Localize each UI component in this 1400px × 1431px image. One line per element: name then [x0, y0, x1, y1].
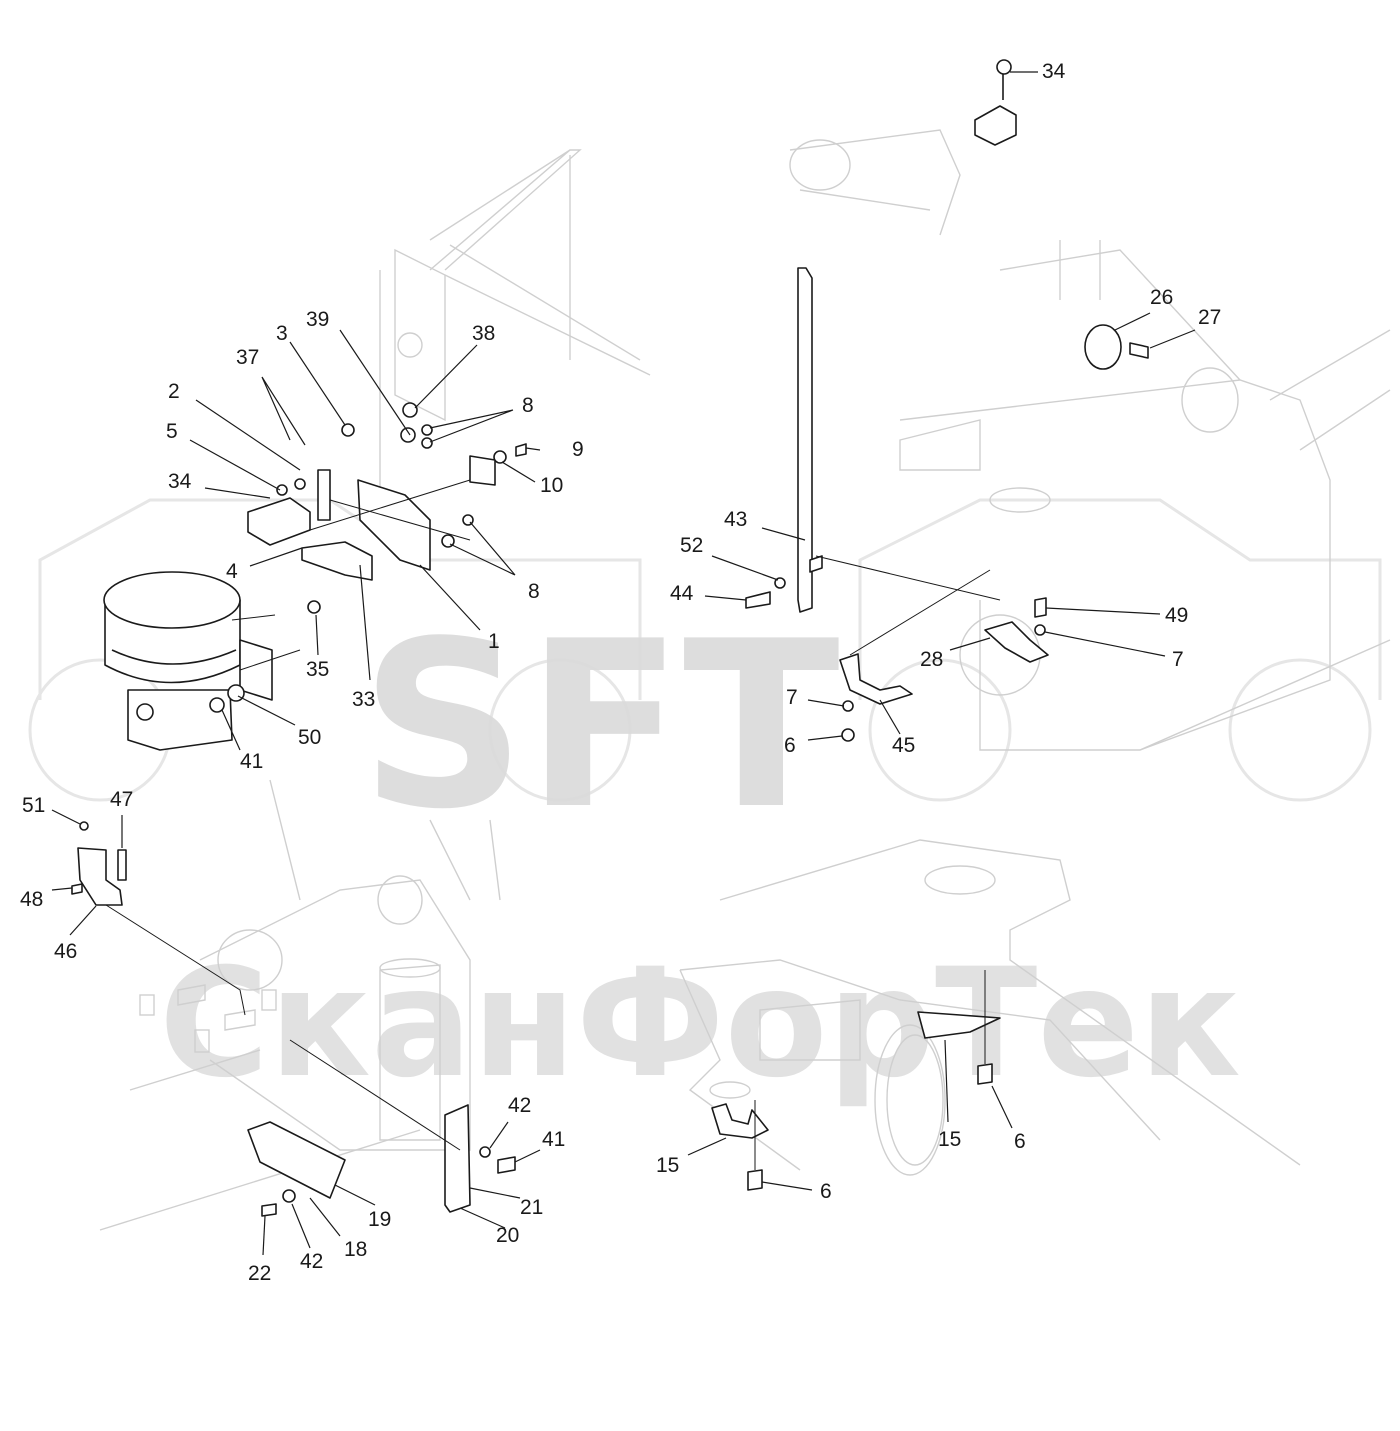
callout-44: 44: [670, 582, 694, 605]
clamp-icon: [839, 653, 913, 705]
bolt-icon: [1129, 342, 1149, 359]
callout-38: 38: [472, 322, 495, 345]
callout-41: 41: [240, 750, 263, 773]
callout-33: 33: [352, 688, 375, 711]
callout-34-tr: 34: [1042, 60, 1066, 83]
watermark-logo: SFT: [360, 593, 840, 860]
callout-5: 5: [166, 420, 178, 443]
callout-19: 19: [368, 1208, 391, 1231]
callout-50: 50: [298, 726, 321, 749]
leader-lines: [51, 71, 1196, 1256]
callout-9: 9: [572, 438, 584, 461]
callout-52: 52: [680, 534, 703, 557]
callout-34: 34: [168, 470, 192, 493]
callout-27: 27: [1198, 306, 1221, 329]
guard-icon: [711, 1103, 769, 1139]
shield-plate-icon: [444, 1104, 471, 1213]
plate-bracket-icon: [77, 847, 123, 906]
assembly-axis-lines: [105, 479, 1001, 1170]
callout-21: 21: [520, 1196, 543, 1219]
callout-3: 3: [276, 322, 288, 345]
callout-45: 45: [892, 734, 915, 757]
callout-42-upper: 42: [508, 1094, 531, 1117]
callout-48: 48: [20, 888, 43, 911]
callout-labels: 1 2 3 4 5 8 8 8 9 10 33 34 35 37 38 39 4…: [20, 60, 1221, 1285]
callout-49: 49: [1165, 604, 1188, 627]
callout-15-left: 15: [656, 1154, 679, 1177]
callout-35: 35: [306, 658, 329, 681]
callout-6-br-lower: 6: [820, 1180, 832, 1203]
watermark: SFT СканФорТек: [28, 498, 1382, 1111]
callout-1: 1: [488, 630, 500, 653]
callout-42-lower: 42: [300, 1250, 323, 1273]
mount-block-icon: [974, 59, 1017, 146]
machine-outline: [99, 129, 1391, 1231]
parts: [71, 59, 1149, 1217]
callout-15-right: 15: [938, 1128, 961, 1151]
callout-43: 43: [724, 508, 747, 531]
cover-plate-icon: [1084, 324, 1122, 370]
watermark-company: СканФорТек: [159, 937, 1241, 1111]
mount-bracket-icon: [247, 402, 527, 614]
callout-7-right: 7: [1172, 648, 1184, 671]
shield-plate-icon: [247, 1121, 346, 1199]
rail-icon: [797, 267, 813, 613]
beacon-lamp-icon: [103, 571, 273, 751]
callout-6-mr: 6: [784, 734, 796, 757]
callout-22: 22: [248, 1262, 271, 1285]
callout-8b: 8: [528, 580, 540, 603]
callout-41-bl: 41: [542, 1128, 565, 1151]
callout-2: 2: [168, 380, 180, 403]
callout-37: 37: [236, 346, 259, 369]
callout-26: 26: [1150, 286, 1173, 309]
callout-46: 46: [54, 940, 77, 963]
clamp-icon: [984, 621, 1049, 663]
callout-18: 18: [344, 1238, 367, 1261]
callout-10: 10: [540, 474, 563, 497]
callout-7-left: 7: [786, 686, 798, 709]
callout-47: 47: [110, 788, 133, 811]
callout-39: 39: [306, 308, 329, 331]
callout-28: 28: [920, 648, 943, 671]
callout-6-br-upper: 6: [1014, 1130, 1026, 1153]
callout-51: 51: [22, 794, 45, 817]
callout-20: 20: [496, 1224, 519, 1247]
callout-8a: 8: [522, 394, 534, 417]
callout-4: 4: [226, 560, 238, 583]
